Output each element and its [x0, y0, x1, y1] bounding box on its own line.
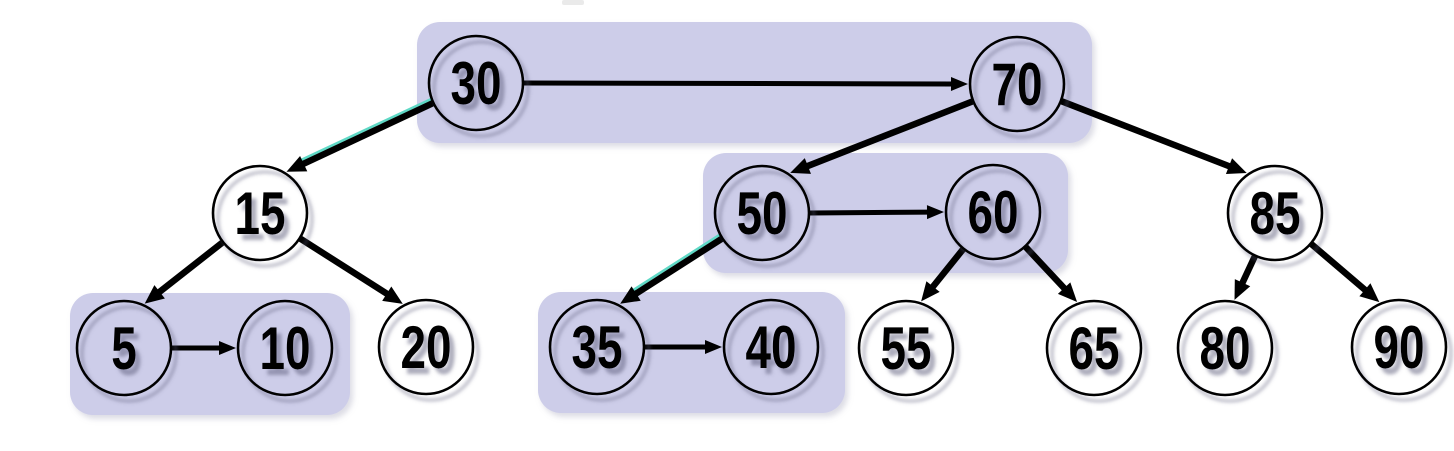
node-circle — [427, 34, 525, 132]
tree-node-90: 90 — [1350, 298, 1448, 396]
node-value: 55 — [881, 315, 932, 382]
node-value: 60 — [968, 179, 1019, 246]
arrowhead-icon — [144, 285, 165, 304]
node-value: 35 — [572, 314, 623, 381]
node-value: 65 — [1069, 315, 1120, 382]
edge-line — [929, 247, 966, 291]
node-circle — [75, 299, 173, 397]
node-value: 20 — [401, 314, 452, 381]
tree-node-65: 65 — [1045, 299, 1143, 397]
tree-node-15: 15 — [211, 164, 309, 262]
edge-15-to-20 — [298, 236, 403, 304]
node-circle — [944, 163, 1042, 261]
node-circle — [236, 299, 334, 397]
edge-60-to-65 — [1023, 244, 1078, 303]
node-circle — [1350, 298, 1448, 396]
edge-30-to-15 — [286, 97, 434, 172]
group-35-40 — [538, 292, 845, 413]
edge-line — [809, 209, 930, 216]
node-circle — [722, 298, 820, 396]
tree-node-70: 70 — [968, 35, 1066, 133]
edge-15-to-5 — [144, 240, 225, 304]
node-circle — [1045, 299, 1143, 397]
edge-5-to-10 — [172, 341, 236, 355]
edge-70-to-50 — [790, 98, 974, 174]
edge-line — [523, 80, 954, 87]
arrowhead-icon — [790, 158, 811, 174]
arrowhead-icon — [382, 286, 403, 304]
edge-30-to-70 — [523, 76, 968, 91]
edge-85-to-90 — [1309, 241, 1380, 303]
node-value: 50 — [737, 180, 788, 247]
tree-node-80: 80 — [1176, 299, 1274, 397]
arrowhead-icon — [1359, 283, 1380, 303]
edge-line — [300, 100, 434, 168]
tree-node-35: 35 — [548, 298, 646, 396]
node-value: 10 — [260, 315, 311, 382]
node-circle — [713, 164, 811, 262]
node-circle — [377, 298, 475, 396]
group-5-10 — [70, 293, 350, 415]
arrowhead-icon — [1225, 158, 1247, 175]
node-value: 5 — [111, 315, 137, 382]
edge-60-to-55 — [921, 247, 966, 302]
node-circle — [857, 299, 955, 397]
tree-node-5: 5 — [75, 299, 173, 397]
tree-node-60: 60 — [944, 163, 1042, 261]
tree-node-40: 40 — [722, 298, 820, 396]
edge-line — [1309, 241, 1369, 294]
node-value: 90 — [1374, 314, 1425, 381]
node-circle — [548, 298, 646, 396]
node-value: 30 — [451, 50, 502, 117]
node-circle — [211, 164, 309, 262]
node-circle — [968, 35, 1066, 133]
arrowhead-icon — [926, 205, 944, 220]
arrowhead-icon — [921, 281, 940, 302]
arrowhead-icon — [705, 340, 722, 354]
edge-50-to-60 — [809, 205, 944, 220]
top-edge-artifact — [562, 0, 584, 5]
tree-node-55: 55 — [857, 299, 955, 397]
edge-highlight-line — [632, 233, 721, 292]
arrowhead-icon — [620, 286, 641, 304]
arrowhead-icon — [1234, 279, 1251, 300]
edge-line — [632, 236, 724, 298]
tree-node-30: 30 — [427, 34, 525, 132]
arrowhead-icon — [286, 156, 308, 172]
arrowhead-icon — [1057, 282, 1078, 303]
node-value: 40 — [746, 314, 797, 381]
node-value: 70 — [992, 51, 1043, 118]
edge-line — [298, 236, 391, 298]
tree-node-20: 20 — [377, 298, 475, 396]
arrowhead-icon — [950, 76, 968, 91]
node-circle — [1176, 299, 1274, 397]
tree-node-10: 10 — [236, 299, 334, 397]
node-value: 85 — [1250, 180, 1301, 247]
edge-50-to-35 — [620, 233, 724, 304]
edge-highlight-line — [300, 97, 432, 161]
tree-node-85: 85 — [1226, 164, 1324, 262]
edge-85-to-80 — [1234, 255, 1258, 300]
edge-35-to-40 — [645, 340, 722, 354]
node-value: 15 — [235, 180, 286, 247]
arrowhead-icon — [219, 341, 236, 355]
edge-line — [804, 98, 974, 170]
edge-line — [156, 240, 225, 296]
tree-node-50: 50 — [713, 164, 811, 262]
edge-line — [1060, 98, 1233, 170]
edge-line — [1238, 255, 1258, 286]
edge-70-to-85 — [1060, 98, 1247, 175]
edge-line — [1023, 244, 1068, 292]
node-circle — [1226, 164, 1324, 262]
node-value: 80 — [1200, 315, 1251, 382]
